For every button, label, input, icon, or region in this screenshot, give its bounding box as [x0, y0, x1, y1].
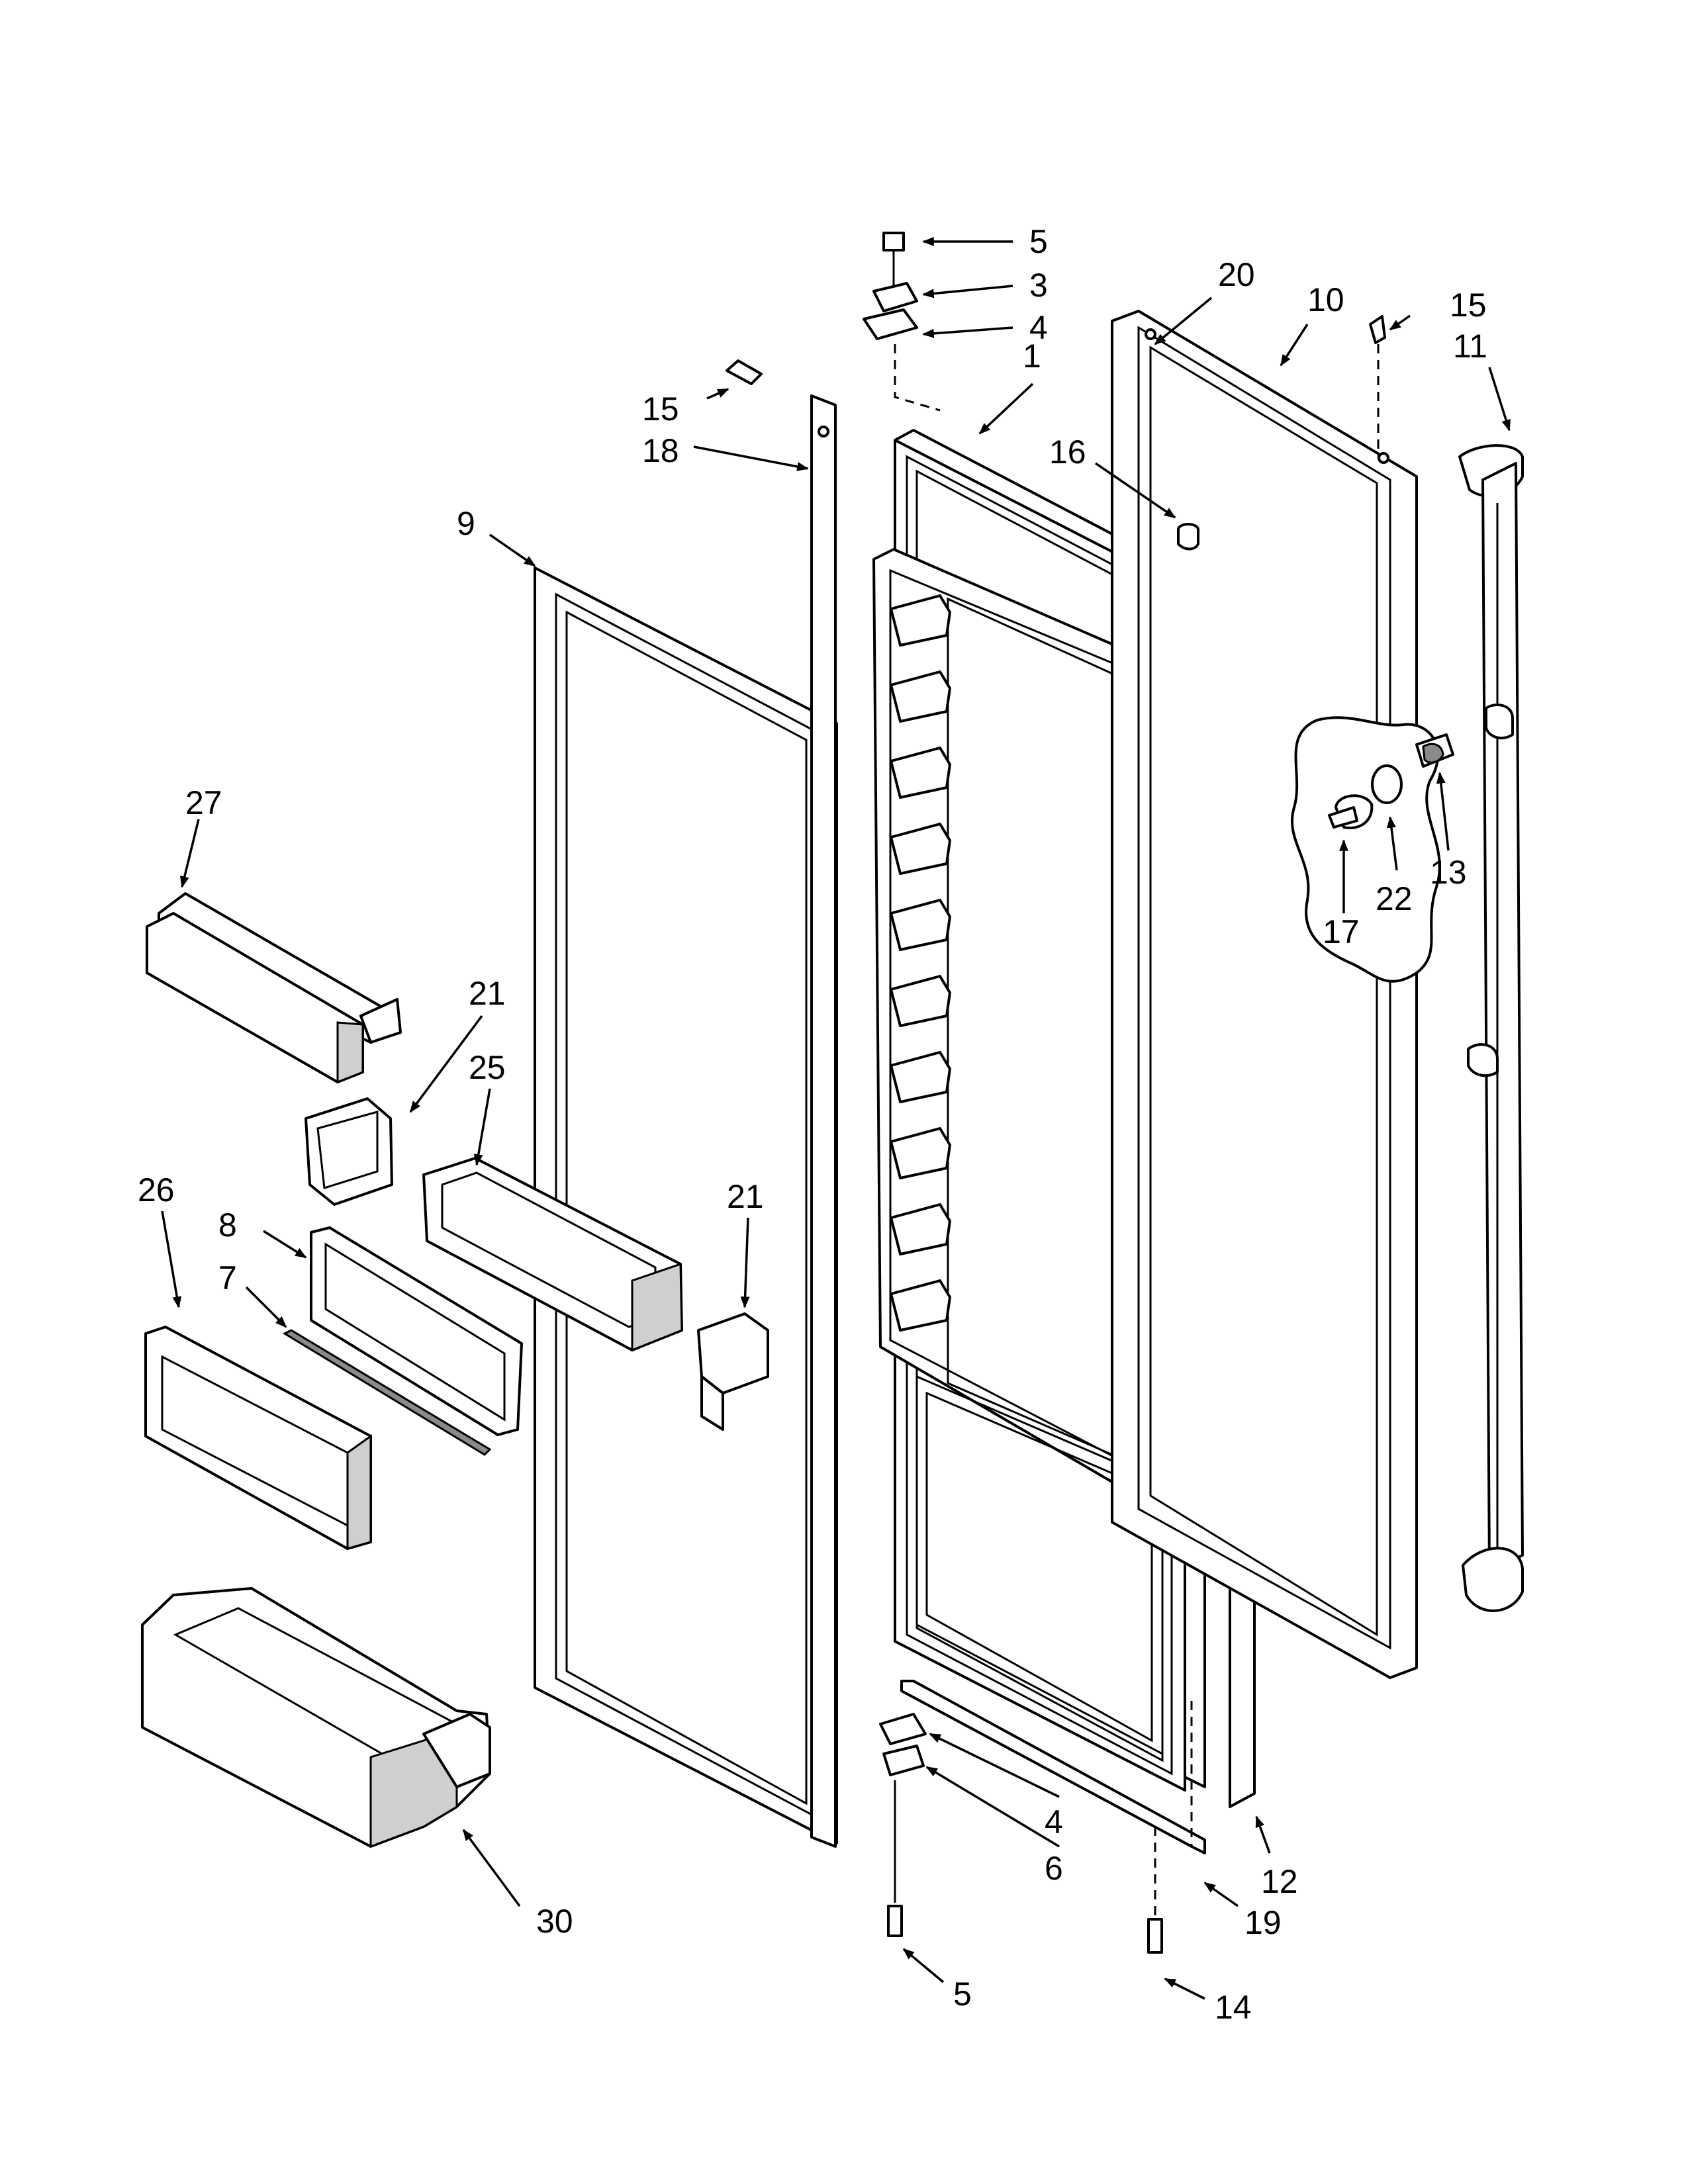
- gasket-frame-rear: [1111, 310, 1418, 1679]
- bottom-hinge: [879, 1680, 1206, 1954]
- callout-labels: 5 3 4 20 10 15 11 15 1 18 16 9 27 13 22 …: [138, 223, 1487, 2026]
- callout-c2: 3: [1029, 267, 1048, 304]
- door-bin-30: [141, 1587, 491, 1848]
- bin-bracket-left: [305, 1097, 393, 1206]
- callout-c16: 17: [1323, 913, 1360, 950]
- hinge-cap: [1177, 523, 1199, 551]
- callout-c21: 21: [727, 1178, 764, 1215]
- bin-bracket-right: [697, 1312, 769, 1431]
- top-hinge: [863, 232, 941, 412]
- callout-c12: 9: [457, 505, 475, 542]
- shelf-brackets: [890, 594, 951, 1332]
- callout-c4: 20: [1218, 256, 1255, 293]
- callout-c25: 12: [1261, 1863, 1298, 1900]
- vertical-trim-strip: [810, 394, 837, 1848]
- handle-fasteners: [1328, 733, 1454, 829]
- callout-c29: 14: [1215, 1989, 1252, 2026]
- callout-c14: 13: [1430, 854, 1467, 891]
- callout-c20: 8: [218, 1206, 237, 1244]
- screw-top-left: [726, 359, 763, 385]
- callout-c15: 22: [1376, 880, 1413, 917]
- callout-c27: 30: [536, 1903, 573, 1940]
- bin-25: [422, 1157, 683, 1352]
- door-gasket-frame: [534, 567, 838, 1844]
- callout-c19: 26: [138, 1171, 175, 1208]
- callout-c10: 18: [642, 432, 679, 469]
- callout-c23: 4: [1045, 1803, 1063, 1841]
- callout-c22: 7: [218, 1259, 237, 1297]
- callout-c9: 1: [1023, 338, 1041, 375]
- bin-cover-26: [144, 1326, 372, 1550]
- callout-c7: 11: [1453, 328, 1487, 365]
- callout-c28: 5: [953, 1976, 972, 2013]
- bin-frame-8: [310, 1226, 523, 1436]
- callout-c3: 4: [1029, 309, 1048, 346]
- callout-c5: 10: [1307, 281, 1344, 318]
- callout-c11: 16: [1049, 433, 1086, 471]
- callout-c18: 25: [469, 1049, 506, 1086]
- callout-c8: 15: [642, 390, 679, 428]
- handle-mount-cutaway: [1290, 716, 1441, 983]
- callout-c17: 21: [469, 975, 506, 1012]
- leader-lines: [161, 237, 1511, 2000]
- screw-top-right: [1369, 315, 1386, 457]
- callout-c13: 27: [185, 784, 222, 821]
- callout-c26: 19: [1244, 1904, 1282, 1941]
- callout-c6: 15: [1450, 287, 1487, 324]
- trim-strip-7: [282, 1329, 492, 1456]
- door-bin-27: [146, 892, 402, 1084]
- door-handle: [1458, 444, 1524, 1612]
- callout-c24: 6: [1045, 1850, 1063, 1887]
- callout-c1: 5: [1029, 223, 1048, 260]
